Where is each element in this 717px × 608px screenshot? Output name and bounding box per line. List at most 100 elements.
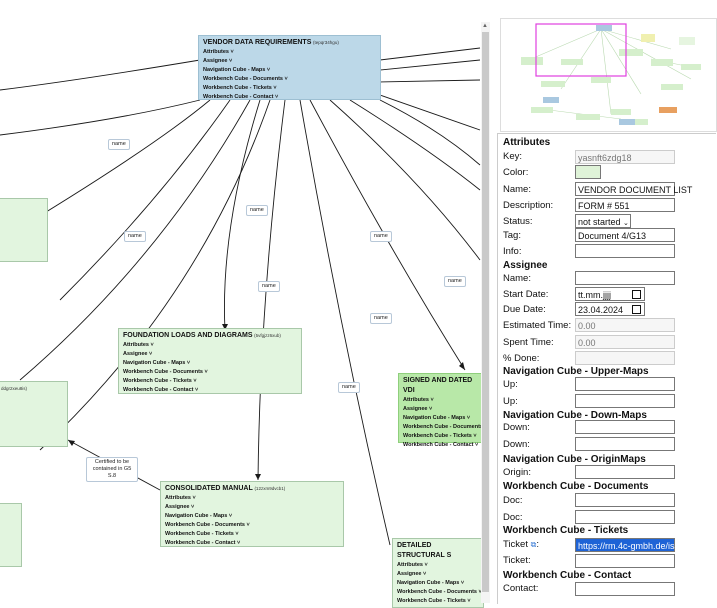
section-assignee: Assignee	[503, 260, 548, 271]
contact-input[interactable]	[575, 582, 675, 596]
row-wb-tickets[interactable]: Workbench Cube - Tickets ˅	[397, 598, 471, 604]
row-wb-tickets[interactable]: Workbench Cube - Tickets ˅	[165, 531, 239, 537]
node-partial-left-bottom[interactable]	[0, 503, 22, 567]
row-assignee[interactable]: Assignee ˅	[397, 571, 427, 577]
edge	[379, 47, 481, 61]
status-label: Status:	[503, 216, 533, 227]
row-attributes[interactable]: Attributes ˅	[203, 49, 234, 55]
assignee-name-input[interactable]	[575, 271, 675, 285]
row-wb-contact[interactable]: Workbench Cube - Contact ˅	[403, 442, 479, 448]
row-attributes[interactable]: Attributes ˅	[165, 495, 196, 501]
certified-edge-label[interactable]: Certified to be contained in G5 S.8	[86, 457, 138, 482]
edge	[379, 79, 481, 83]
edge-label[interactable]: name	[124, 231, 146, 242]
row-wb-contact[interactable]: Workbench Cube - Contact ˅	[123, 387, 199, 393]
node-vendor-data-requirements[interactable]: VENDOR DATA REQUIREMENTS (tepqr34hgu) At…	[198, 35, 381, 100]
due-date-input[interactable]: 23.04.2024	[575, 302, 645, 316]
section-attributes: Attributes	[503, 137, 551, 148]
section-origin-maps: Navigation Cube - OriginMaps	[503, 454, 646, 465]
color-swatch[interactable]	[575, 165, 601, 179]
description-input[interactable]: FORM # 551	[575, 198, 675, 212]
row-assignee[interactable]: Assignee ˅	[165, 504, 195, 510]
status-select[interactable]: not started ⌄	[575, 214, 631, 228]
row-wb-documents[interactable]: Workbench Cube - Documents ˅	[203, 76, 288, 82]
up-input[interactable]	[575, 394, 675, 408]
node-partial-left-mid[interactable]: ddgr2xeu8is)	[0, 381, 68, 447]
node-id: (12zxm9dvcb1)	[254, 486, 286, 491]
tag-input[interactable]: Document 4/G13	[575, 228, 675, 242]
edge-label[interactable]: name	[258, 281, 280, 292]
doc-input[interactable]	[575, 510, 675, 524]
row-nav-maps[interactable]: Navigation Cube - Maps ˅	[165, 513, 233, 519]
row-wb-contact[interactable]: Workbench Cube - Contact ˅	[165, 540, 241, 546]
row-nav-maps[interactable]: Navigation Cube - Maps ˅	[397, 580, 465, 586]
start-date-input[interactable]: tt.mm.jjjj	[575, 287, 645, 301]
node-id: (tepqr34hgu)	[313, 40, 339, 45]
row-nav-maps[interactable]: Navigation Cube - Maps ˅	[403, 415, 471, 421]
edge	[329, 99, 481, 261]
calendar-icon[interactable]	[632, 305, 641, 314]
node-consolidated-manual[interactable]: CONSOLIDATED MANUAL (12zxm9dvcb1) Attrib…	[160, 481, 344, 547]
minimap[interactable]	[500, 18, 717, 132]
edge-label[interactable]: name	[108, 139, 130, 150]
edge-label[interactable]: name	[370, 313, 392, 324]
edge-label[interactable]: name	[246, 205, 268, 216]
canvas-scrollbar[interactable]: ▲	[481, 22, 490, 603]
down-input[interactable]	[575, 437, 675, 451]
edge	[349, 99, 481, 191]
node-signed-and-dated[interactable]: SIGNED AND DATED VDI Attributes ˅ Assign…	[398, 373, 488, 448]
minimap-viewport	[535, 23, 627, 77]
edge	[257, 99, 286, 481]
node-title: SIGNED AND DATED VDI	[403, 377, 473, 394]
edge	[379, 59, 481, 71]
edge-label[interactable]: name	[338, 382, 360, 393]
row-attributes[interactable]: Attributes ˅	[403, 397, 434, 403]
minimap-graphic	[521, 23, 702, 125]
row-wb-documents[interactable]: Workbench Cube - Documents ˅	[123, 369, 208, 375]
row-assignee[interactable]: Assignee ˅	[403, 406, 433, 412]
edge-label[interactable]: name	[444, 276, 466, 287]
ticket-input[interactable]	[575, 554, 675, 568]
due-date-label: Due Date:	[503, 304, 546, 315]
scroll-up-icon[interactable]: ▲	[482, 23, 488, 29]
ticket-input[interactable]: https://rm.4c-gmbh.de/iss	[575, 538, 679, 552]
node-detailed-structural[interactable]: DETAILED STRUCTURAL S Attributes ˅ Assig…	[392, 538, 484, 608]
row-wb-documents[interactable]: Workbench Cube - Documents ˅	[403, 424, 488, 430]
row-attributes[interactable]: Attributes ˅	[397, 562, 428, 568]
estimated-time-field: 0.00	[575, 318, 675, 332]
row-assignee[interactable]: Assignee ˅	[123, 351, 153, 357]
ticket-label: Ticket:	[503, 555, 531, 566]
node-id: ddgr2xeu8is)	[1, 386, 28, 391]
name-input[interactable]: VENDOR DOCUMENT LIST	[575, 182, 692, 196]
origin-label: Origin:	[503, 467, 531, 478]
external-link-icon[interactable]: ⧉	[530, 540, 537, 549]
down-input[interactable]	[575, 420, 675, 434]
node-partial-left-top[interactable]	[0, 198, 48, 262]
row-wb-documents[interactable]: Workbench Cube - Documents ˅	[397, 589, 482, 595]
row-wb-tickets[interactable]: Workbench Cube - Tickets ˅	[123, 378, 197, 384]
graph-canvas[interactable]: name name name name name name name name …	[0, 0, 488, 608]
row-wb-tickets[interactable]: Workbench Cube - Tickets ˅	[203, 85, 277, 91]
node-foundation-loads[interactable]: FOUNDATION LOADS AND DIAGRAMS (5vfgjzz6x…	[118, 328, 302, 394]
doc-input[interactable]	[575, 493, 675, 507]
row-attributes[interactable]: Attributes ˅	[123, 342, 154, 348]
origin-input[interactable]	[575, 465, 675, 479]
section-documents: Workbench Cube - Documents	[503, 481, 649, 492]
row-wb-documents[interactable]: Workbench Cube - Documents ˅	[165, 522, 250, 528]
up-input[interactable]	[575, 377, 675, 391]
row-nav-maps[interactable]: Navigation Cube - Maps ˅	[123, 360, 191, 366]
spent-time-label: Spent Time:	[503, 337, 554, 348]
scrollbar-thumb[interactable]	[482, 32, 489, 592]
edge	[299, 99, 391, 546]
key-field: yasnft6zdg18	[575, 150, 675, 164]
info-input[interactable]	[575, 244, 675, 258]
row-wb-tickets[interactable]: Workbench Cube - Tickets ˅	[403, 433, 477, 439]
calendar-icon[interactable]	[632, 290, 641, 299]
row-wb-contact[interactable]: Workbench Cube - Contact ˅	[203, 94, 279, 100]
node-title: VENDOR DATA REQUIREMENTS	[203, 39, 312, 46]
doc-label: Doc:	[503, 495, 523, 506]
edge	[0, 99, 201, 136]
row-nav-maps[interactable]: Navigation Cube - Maps ˅	[203, 67, 271, 73]
row-assignee[interactable]: Assignee ˅	[203, 58, 233, 64]
edge-label[interactable]: name	[370, 231, 392, 242]
